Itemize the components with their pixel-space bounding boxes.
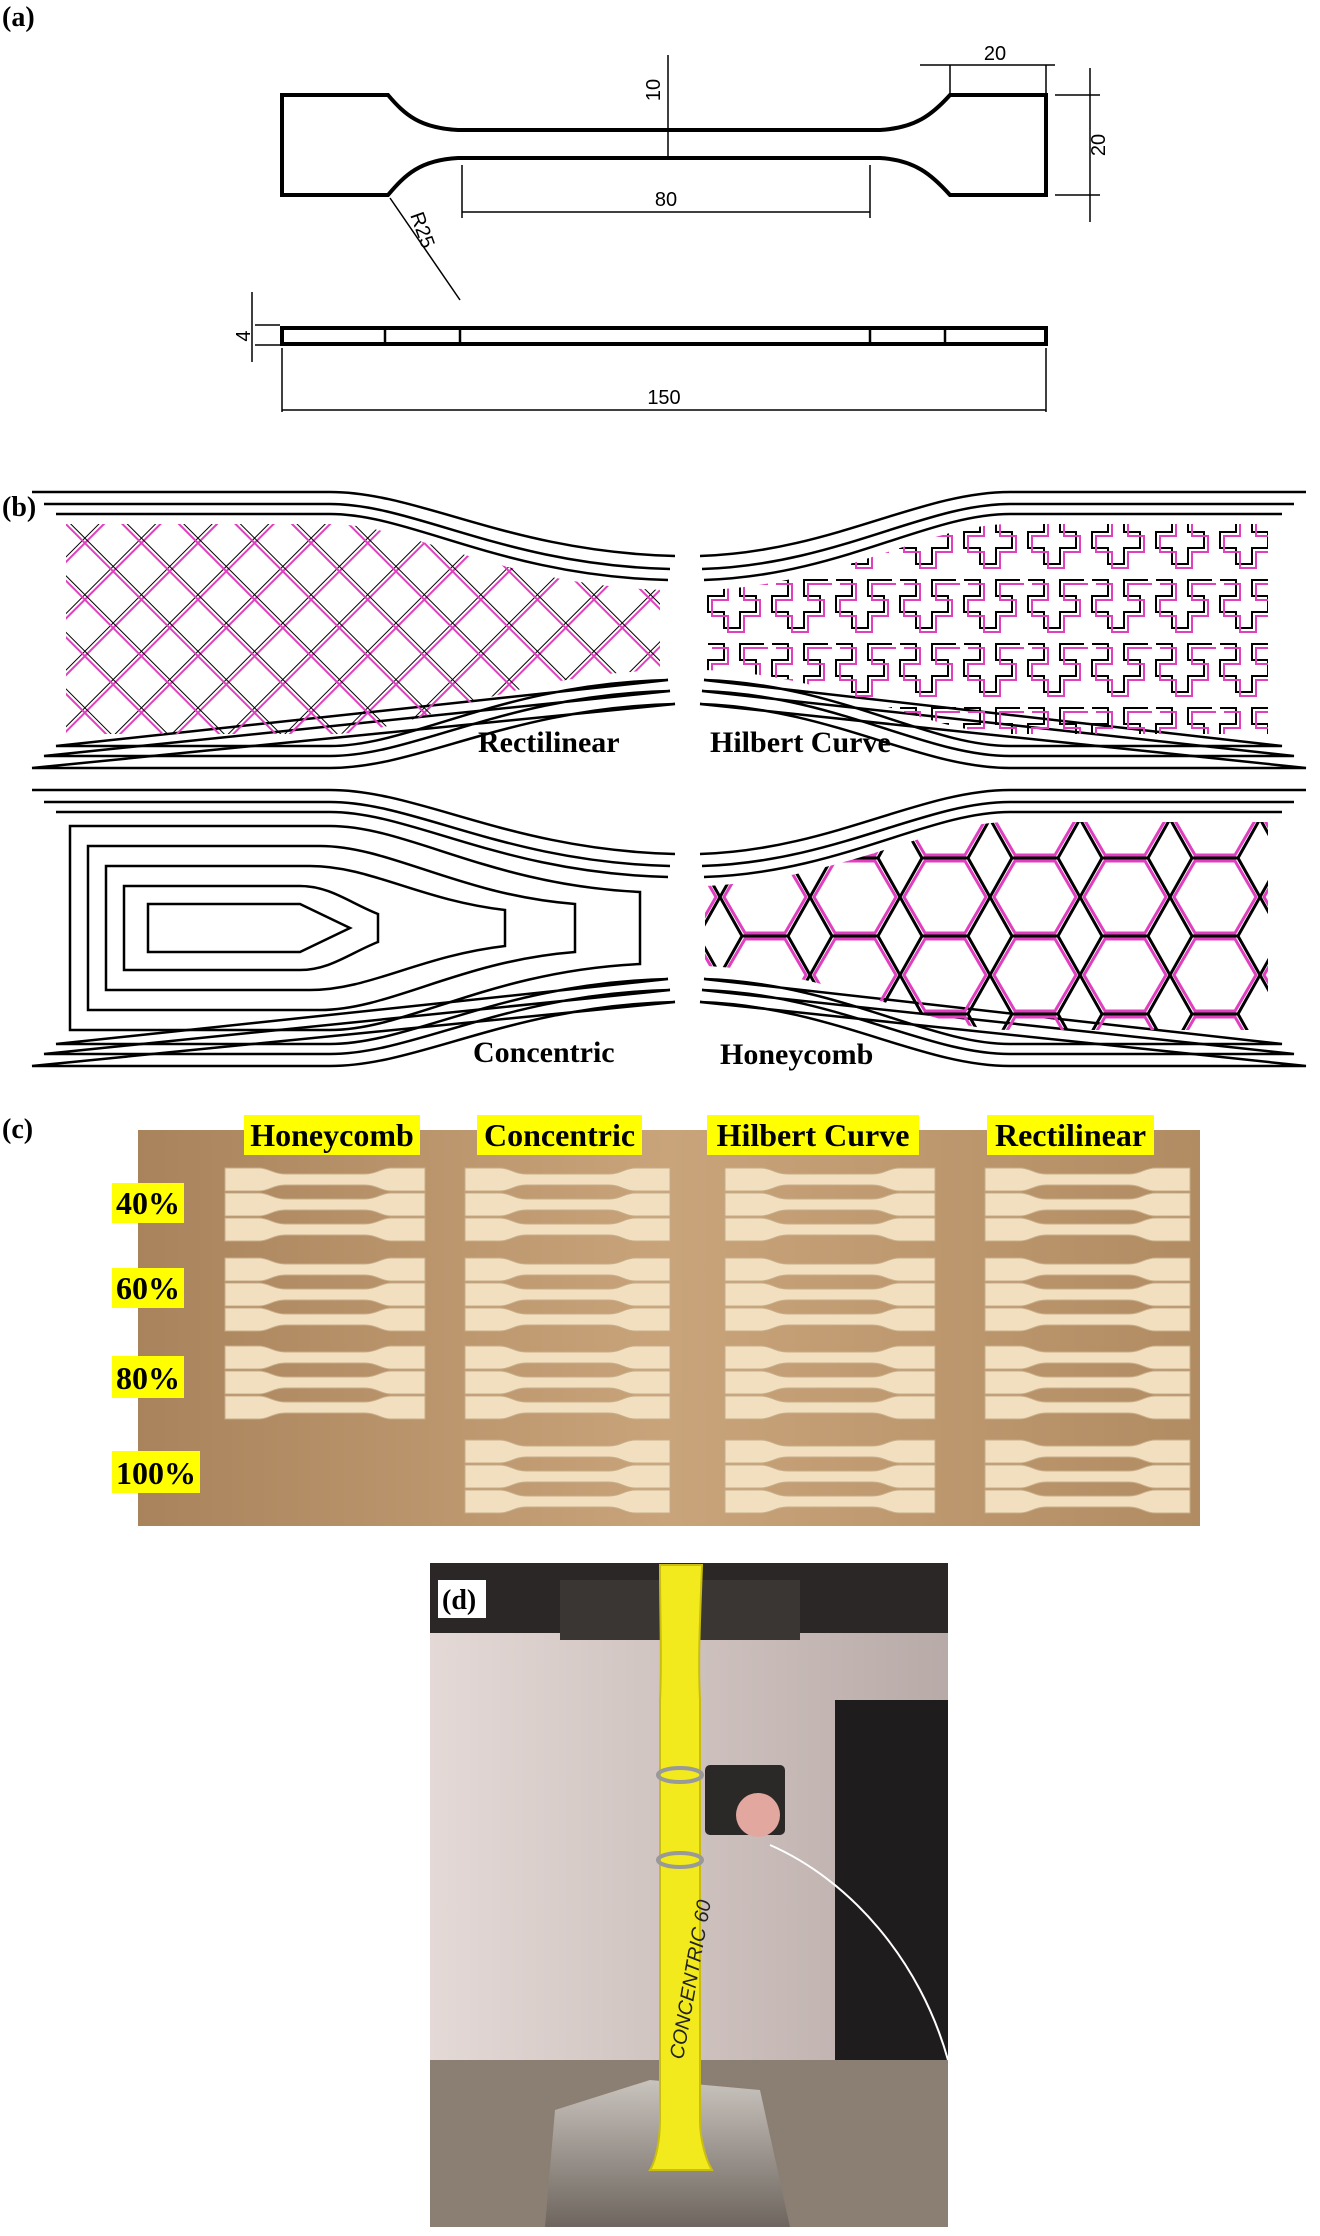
hilbert-infill	[705, 524, 1268, 734]
row-label: 80%	[116, 1360, 180, 1396]
specimen	[984, 1439, 1191, 1464]
specimen	[724, 1464, 936, 1489]
panel-d: CONCENTRIC 60 (d)	[430, 1563, 949, 2227]
sensor-cable	[769, 1844, 949, 2061]
panel-a: (a) 10 20 20 80 R25 4 150	[2, 2, 1110, 412]
column-label: Concentric	[484, 1117, 635, 1153]
specimen	[464, 1167, 671, 1192]
specimen	[724, 1282, 936, 1307]
specimen	[224, 1217, 426, 1242]
column-label: Honeycomb	[250, 1117, 414, 1153]
specimen	[984, 1192, 1191, 1217]
panel-c-label: (c)	[2, 1114, 33, 1145]
dim-gauge-width: 10	[643, 79, 665, 101]
panel-d-label: (d)	[442, 1585, 476, 1616]
row-label: 40%	[116, 1185, 180, 1221]
machine-column	[835, 1700, 948, 2120]
specimen	[984, 1345, 1191, 1370]
row-label-highlight	[112, 1356, 184, 1398]
row-label: 60%	[116, 1270, 180, 1306]
row-label-highlight	[112, 1451, 200, 1493]
dim-total-length: 150	[647, 387, 680, 409]
panel-b-label: (b)	[2, 492, 36, 523]
specimen	[724, 1370, 936, 1395]
specimen	[224, 1192, 426, 1217]
column-label-highlight	[987, 1115, 1154, 1155]
printed-specimens	[224, 1167, 1191, 1514]
specimen	[984, 1395, 1191, 1420]
specimen	[724, 1439, 936, 1464]
specimen	[464, 1345, 671, 1370]
dogbone-top-view	[280, 93, 1048, 197]
specimen	[464, 1439, 671, 1464]
specimen	[224, 1167, 426, 1192]
specimen	[724, 1167, 936, 1192]
specimen	[464, 1192, 671, 1217]
rectilinear-infill	[66, 524, 660, 734]
specimen	[984, 1489, 1191, 1514]
panel-d-label-box	[438, 1580, 486, 1618]
panel-a-label: (a)	[2, 2, 35, 33]
side-view-dividers	[383, 330, 947, 344]
specimen	[464, 1307, 671, 1332]
specimen-outlines	[31, 490, 1307, 1068]
specimen	[464, 1282, 671, 1307]
label-concentric: Concentric	[473, 1036, 615, 1069]
specimen	[224, 1370, 426, 1395]
dim-grip-length: 20	[984, 43, 1006, 65]
label-honeycomb: Honeycomb	[720, 1038, 873, 1071]
specimen	[224, 1345, 426, 1370]
specimen	[464, 1257, 671, 1282]
specimen	[724, 1345, 936, 1370]
specimen	[984, 1370, 1191, 1395]
panel-c: (c) Honeycomb Concentric Hilbert Curve Rect…	[2, 1114, 1200, 1526]
specimen	[724, 1192, 936, 1217]
specimen	[724, 1489, 936, 1514]
specimen	[724, 1307, 936, 1332]
specimen	[984, 1282, 1191, 1307]
specimen	[224, 1282, 426, 1307]
label-hilbert-curve: Hilbert Curve	[710, 726, 891, 759]
concentric-infill	[68, 824, 642, 1032]
column-label-highlight	[244, 1115, 420, 1155]
dogbone-side-view	[280, 326, 1048, 346]
extensometer-sensor	[736, 1793, 780, 1837]
specimen	[984, 1464, 1191, 1489]
row-label: 100%	[116, 1455, 196, 1491]
specimen	[224, 1395, 426, 1420]
specimen	[224, 1257, 426, 1282]
label-rectilinear: Rectilinear	[478, 726, 620, 759]
specimen	[984, 1257, 1191, 1282]
specimen	[464, 1489, 671, 1514]
dimension-lines	[251, 55, 1100, 412]
row-label-highlight	[112, 1183, 184, 1223]
honeycomb-infill	[705, 822, 1268, 1030]
column-label: Hilbert Curve	[717, 1117, 910, 1153]
specimen	[224, 1307, 426, 1332]
specimen	[464, 1464, 671, 1489]
row-label-highlight	[112, 1268, 184, 1308]
panel-b: (b) Rectilinea	[2, 490, 1307, 1071]
column-label: Rectilinear	[995, 1117, 1146, 1153]
extensometer-clip-bottom	[656, 1851, 704, 1869]
specimen	[464, 1370, 671, 1395]
specimen	[724, 1257, 936, 1282]
specimen	[724, 1217, 936, 1242]
dim-gauge-length: 80	[655, 189, 677, 211]
specimen	[724, 1395, 936, 1420]
dim-thickness: 4	[233, 330, 255, 341]
dim-radius: R25	[405, 209, 438, 251]
specimen	[464, 1217, 671, 1242]
dim-grip-width: 20	[1088, 134, 1110, 156]
extensometer-clip-top	[656, 1766, 704, 1784]
column-label-highlight	[707, 1115, 919, 1155]
specimen	[984, 1307, 1191, 1332]
column-label-highlight	[477, 1115, 642, 1155]
specimen	[984, 1217, 1191, 1242]
specimen	[464, 1395, 671, 1420]
specimen	[984, 1167, 1191, 1192]
